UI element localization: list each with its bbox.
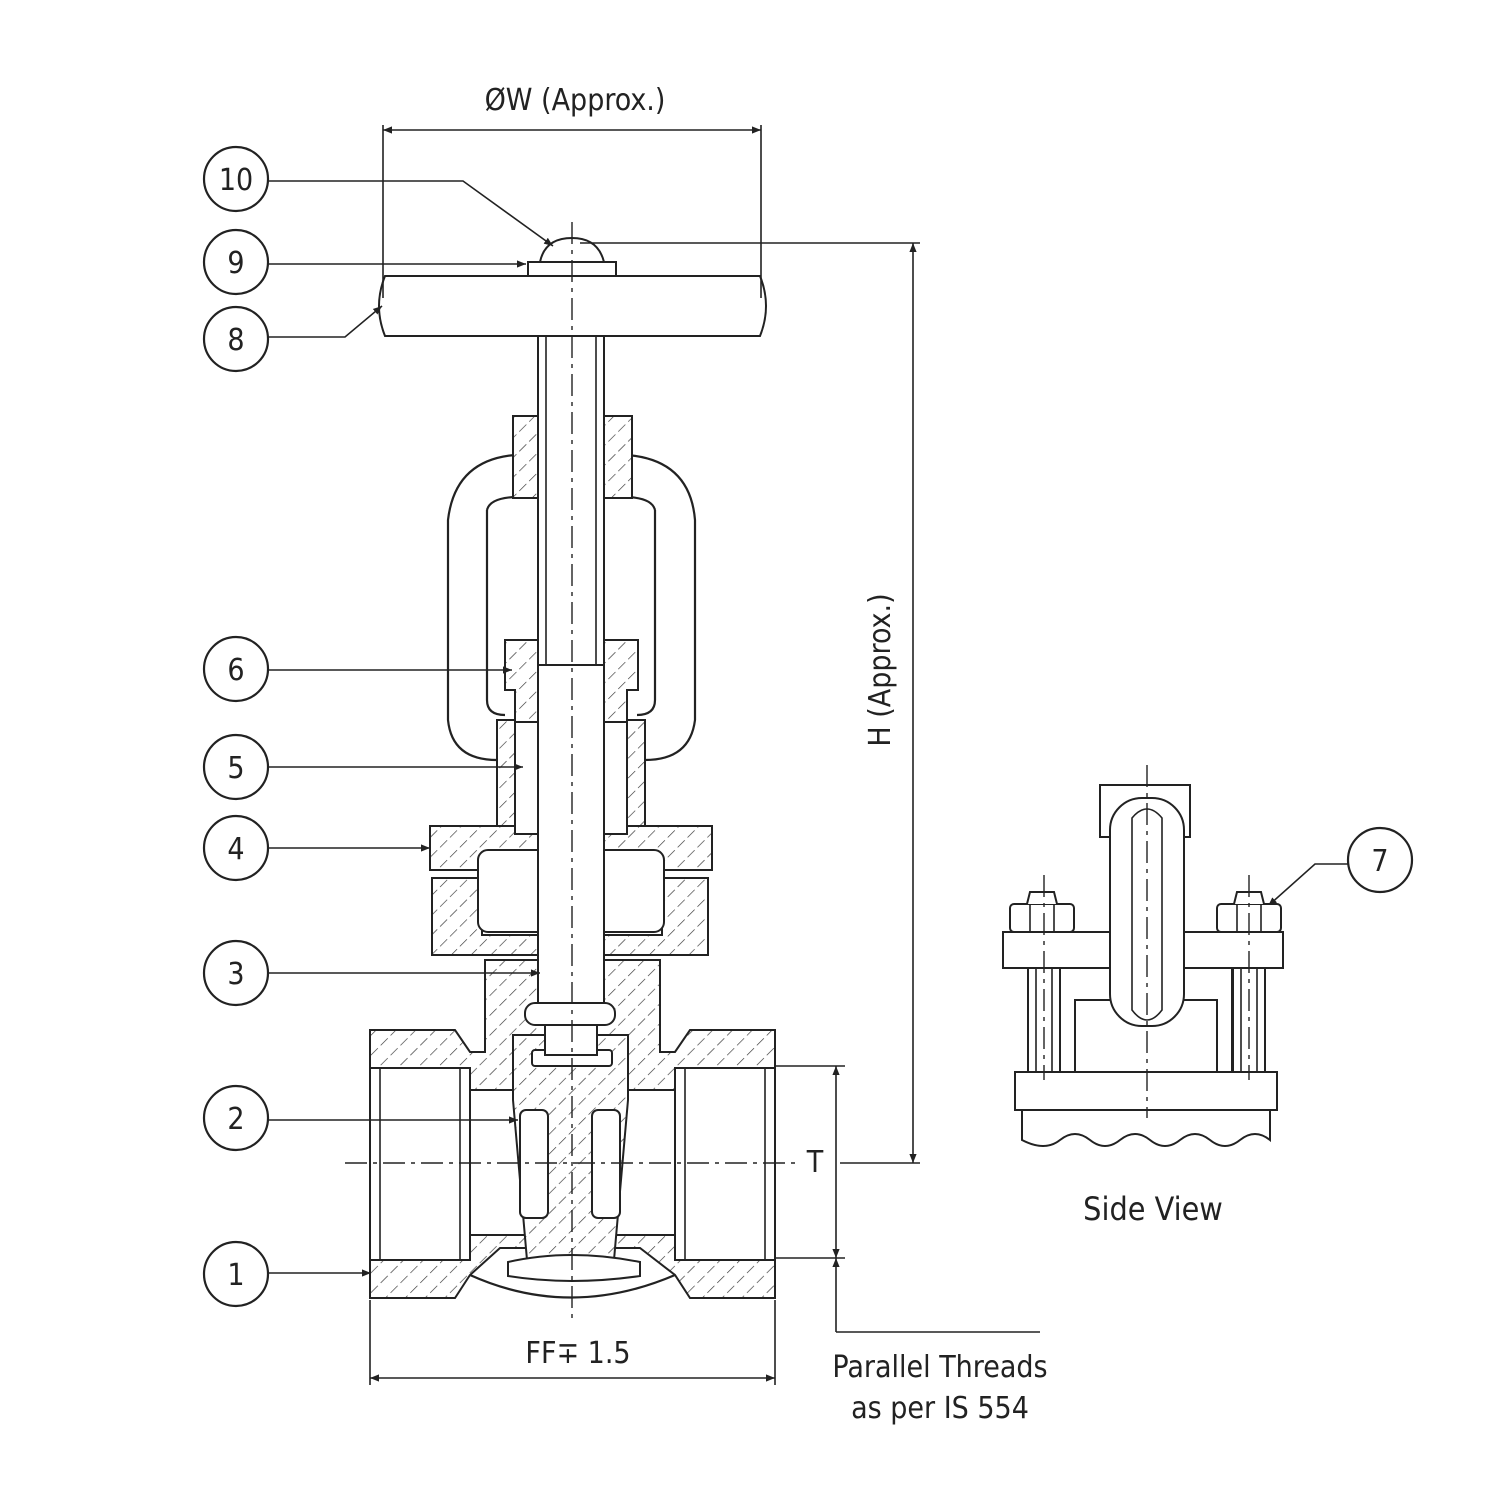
callouts: 10 9 8 6 5 4 3 2 1 7 bbox=[202, 145, 1414, 1308]
dim-thread-length: T bbox=[806, 1145, 824, 1180]
side-view-nut-left bbox=[1009, 903, 1075, 933]
callout-5: 5 bbox=[227, 751, 244, 786]
sectional-view bbox=[345, 222, 800, 1318]
callout-6: 6 bbox=[227, 653, 244, 688]
gland-packing-right bbox=[601, 721, 628, 835]
callout-3: 3 bbox=[227, 957, 244, 992]
callout-7: 7 bbox=[1371, 844, 1388, 879]
note-parallel-threads: Parallel Threads bbox=[832, 1350, 1047, 1385]
callout-9: 9 bbox=[227, 246, 244, 281]
callout-2: 2 bbox=[227, 1102, 244, 1137]
yoke-outer bbox=[446, 453, 516, 762]
callout-8: 8 bbox=[227, 323, 244, 358]
callout-4: 4 bbox=[227, 832, 244, 867]
gland-packing-left bbox=[514, 721, 541, 835]
dim-face-to-face: FF∓ 1.5 bbox=[525, 1336, 630, 1371]
right-port bbox=[674, 1067, 776, 1261]
stem bbox=[524, 329, 616, 1056]
left-port bbox=[369, 1067, 471, 1261]
callout-1: 1 bbox=[227, 1258, 244, 1293]
note-is-554: as per IS 554 bbox=[851, 1391, 1029, 1426]
side-view-handwheel bbox=[1109, 797, 1185, 1027]
callout-10: 10 bbox=[219, 163, 253, 198]
dim-height: H (Approx.) bbox=[863, 593, 898, 746]
side-view: Side View bbox=[1002, 765, 1284, 1228]
side-view-label: Side View bbox=[1083, 1190, 1223, 1228]
dim-handwheel-diameter: ØW (Approx.) bbox=[485, 83, 666, 118]
dimension-lines: ØW (Approx.) H (Approx.) T Parallel Thre… bbox=[369, 83, 1048, 1426]
